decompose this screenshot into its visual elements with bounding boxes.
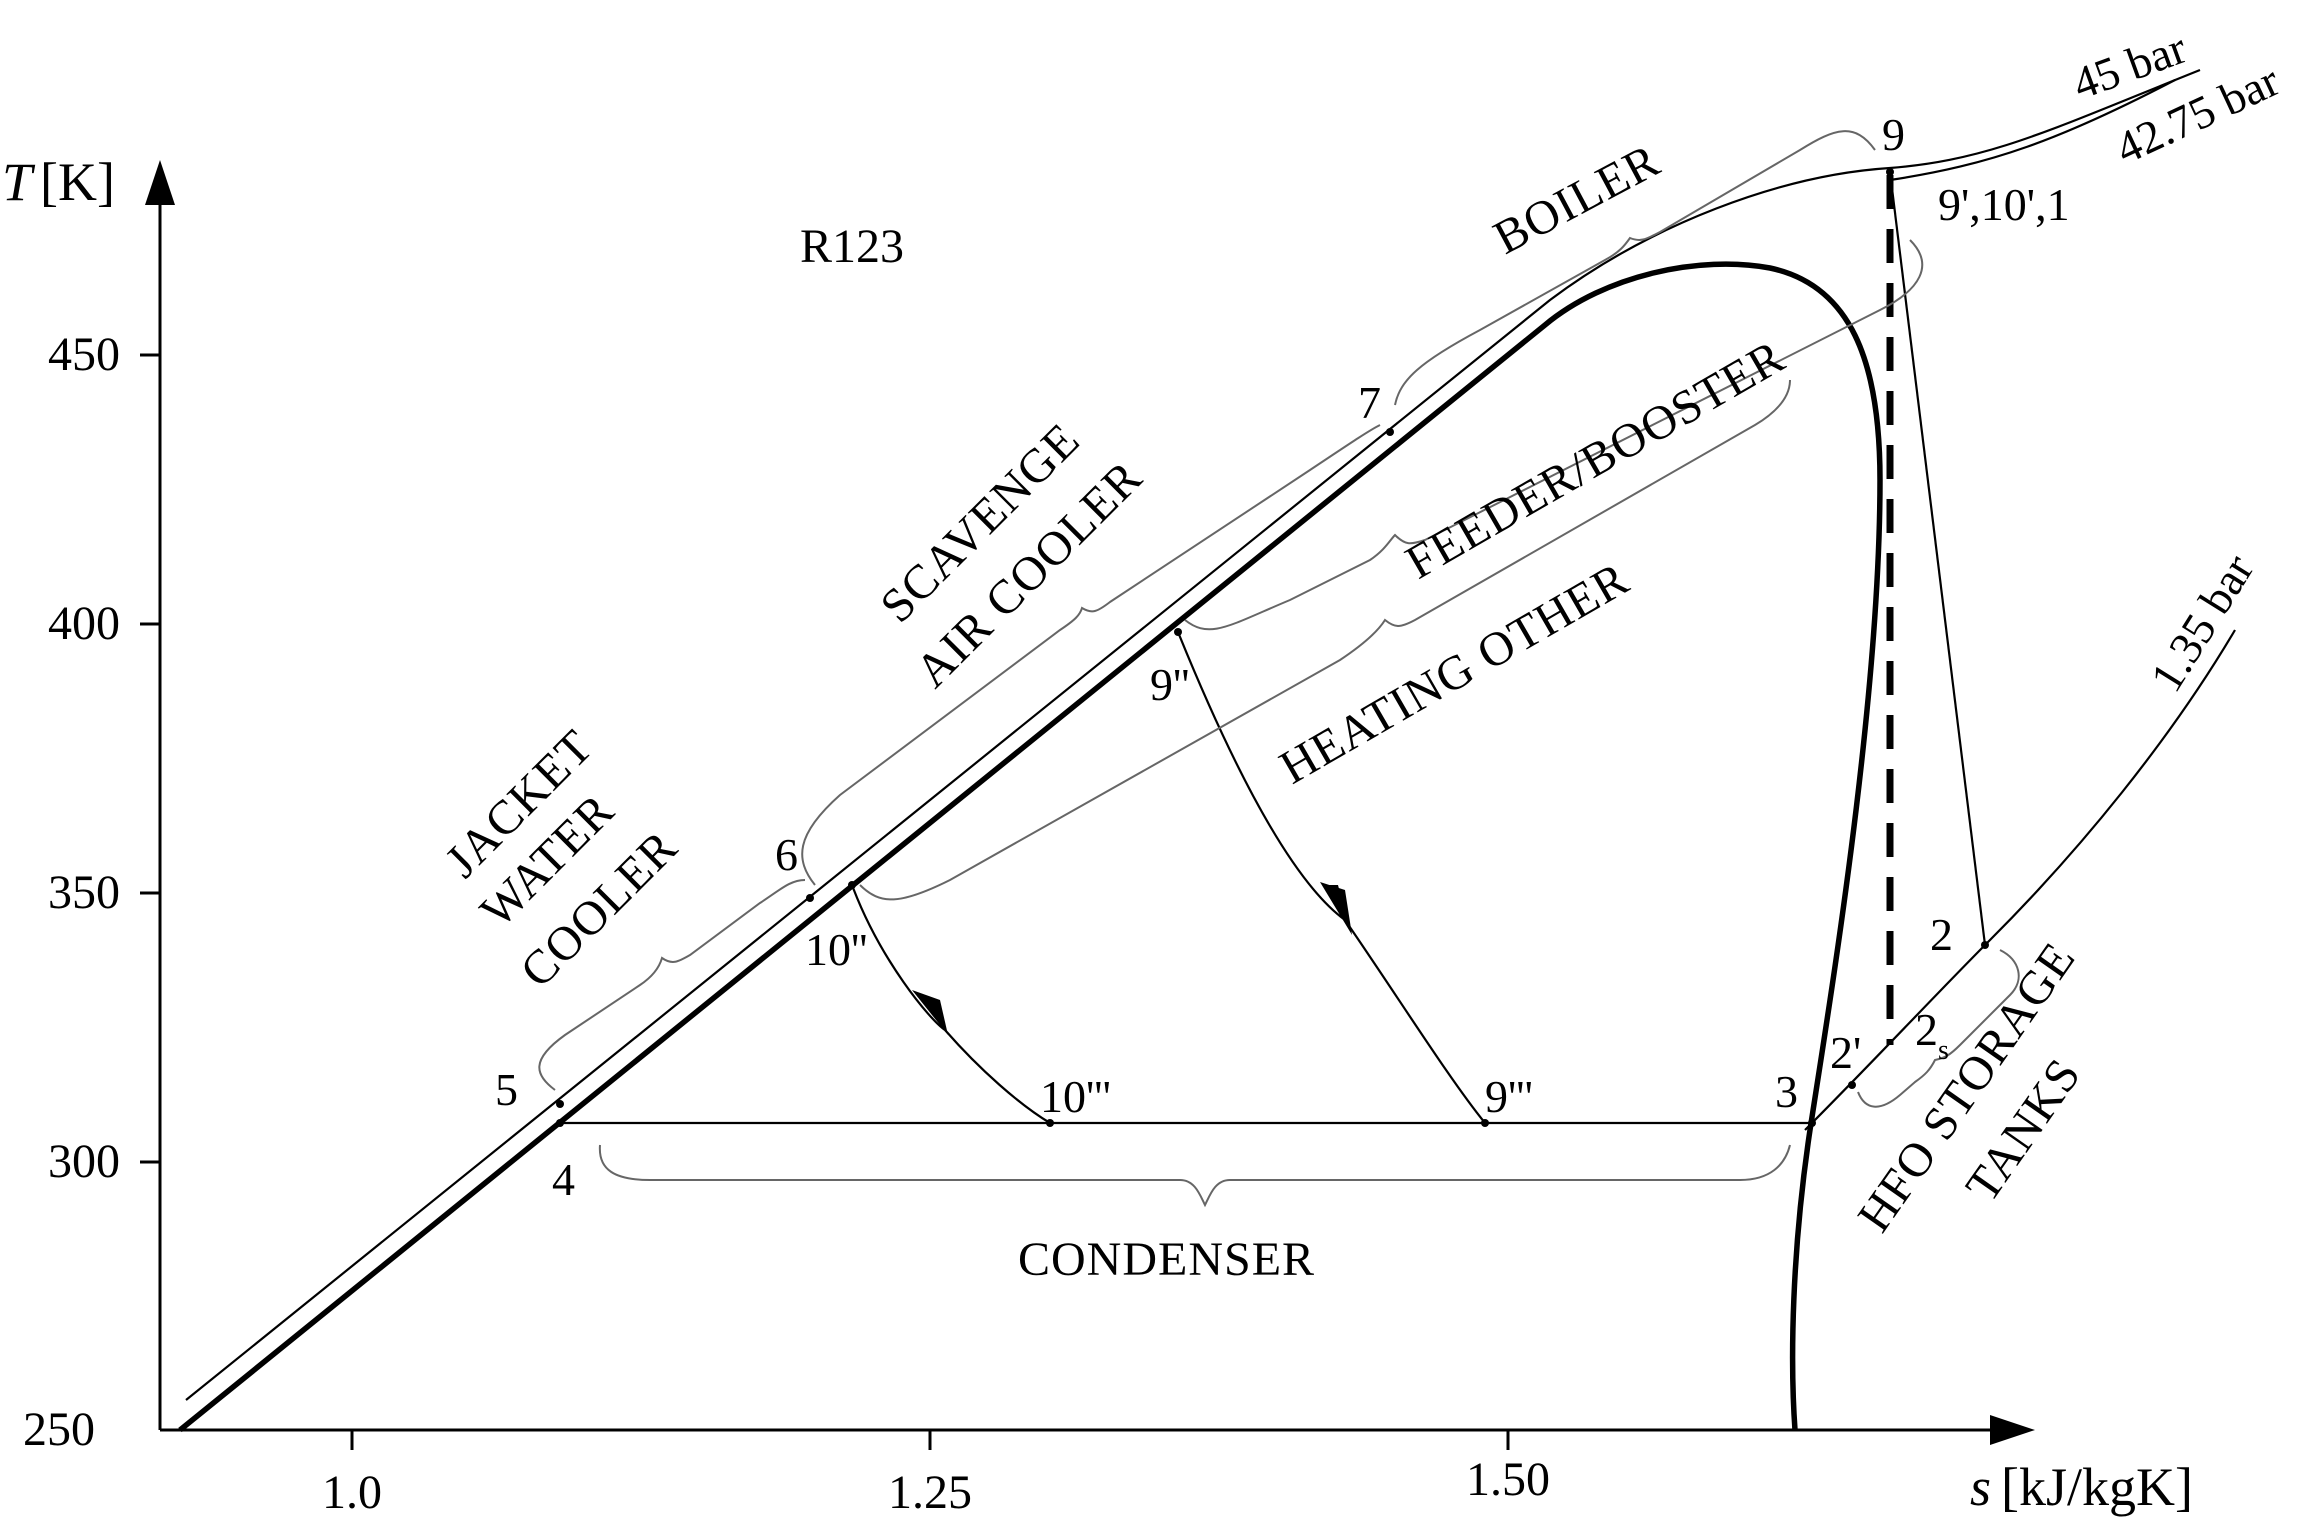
brace-scavenge xyxy=(801,424,1381,886)
state-points xyxy=(556,168,1989,1127)
x-ticks: 1.0 1.25 1.50 xyxy=(322,1430,1550,1519)
process-10pp-10ppp xyxy=(850,884,1051,1124)
x-axis-arrow xyxy=(1990,1415,2035,1445)
x-axis-label: s[kJ/kgK] xyxy=(1970,1457,2193,1517)
y-ticks: 250 300 350 400 450 xyxy=(23,328,160,1456)
saturation-dome xyxy=(178,261,1883,1433)
y-tick-250: 250 xyxy=(23,1403,95,1456)
process-9pp-9ppp xyxy=(1176,631,1486,1124)
label-9p-10p-1: 9',10',1 xyxy=(1938,179,2070,230)
x-tick-1-25: 1.25 xyxy=(888,1466,972,1519)
brace-hfo xyxy=(1857,949,2020,1108)
label-2p: 2' xyxy=(1830,1027,1861,1078)
y-axis-arrow xyxy=(145,160,175,205)
y-tick-400: 400 xyxy=(48,597,120,650)
isobar-label-1-35: 1.35 bar xyxy=(2140,545,2263,700)
label-7: 7 xyxy=(1358,377,1381,428)
isobar-42-75bar xyxy=(1889,79,2176,182)
brace-condenser xyxy=(598,1144,1791,1208)
y-tick-350: 350 xyxy=(48,866,120,919)
y-axis-label: T[K] xyxy=(2,152,115,212)
label-9pp: 9'' xyxy=(1150,659,1190,710)
y-tick-300: 300 xyxy=(48,1135,120,1188)
label-2: 2 xyxy=(1930,909,1953,960)
label-5: 5 xyxy=(495,1064,518,1115)
label-2s: 2s xyxy=(1915,1004,1949,1066)
label-10ppp: 10''' xyxy=(1040,1071,1111,1122)
fluid-label: R123 xyxy=(800,220,904,273)
brace-heating xyxy=(859,379,1791,901)
brace-jacket xyxy=(538,879,806,1091)
label-6: 6 xyxy=(775,829,798,880)
label-10pp: 10'' xyxy=(805,924,868,975)
x-tick-1-0: 1.0 xyxy=(322,1466,382,1519)
region-condenser: CONDENSER xyxy=(1018,1233,1315,1286)
label-9ppp: 9''' xyxy=(1485,1071,1533,1122)
expansion-line-9-2 xyxy=(1888,171,1987,946)
brace-boiler xyxy=(1394,130,1876,406)
arrow-head-10pp xyxy=(912,990,948,1035)
label-9: 9 xyxy=(1882,109,1905,160)
arrow-head-9pp xyxy=(1320,882,1352,935)
region-boiler: BOILER xyxy=(1485,134,1668,265)
x-tick-1-50: 1.50 xyxy=(1466,1453,1550,1506)
y-tick-450: 450 xyxy=(48,328,120,381)
label-4: 4 xyxy=(552,1154,575,1205)
region-feeder: FEEDER/BOOSTER xyxy=(1397,330,1794,590)
brace-feeder xyxy=(1184,239,1924,631)
region-heating: HEATING OTHER xyxy=(1271,552,1638,794)
isobar-1-35bar xyxy=(1804,629,2236,1131)
label-3: 3 xyxy=(1775,1066,1798,1117)
